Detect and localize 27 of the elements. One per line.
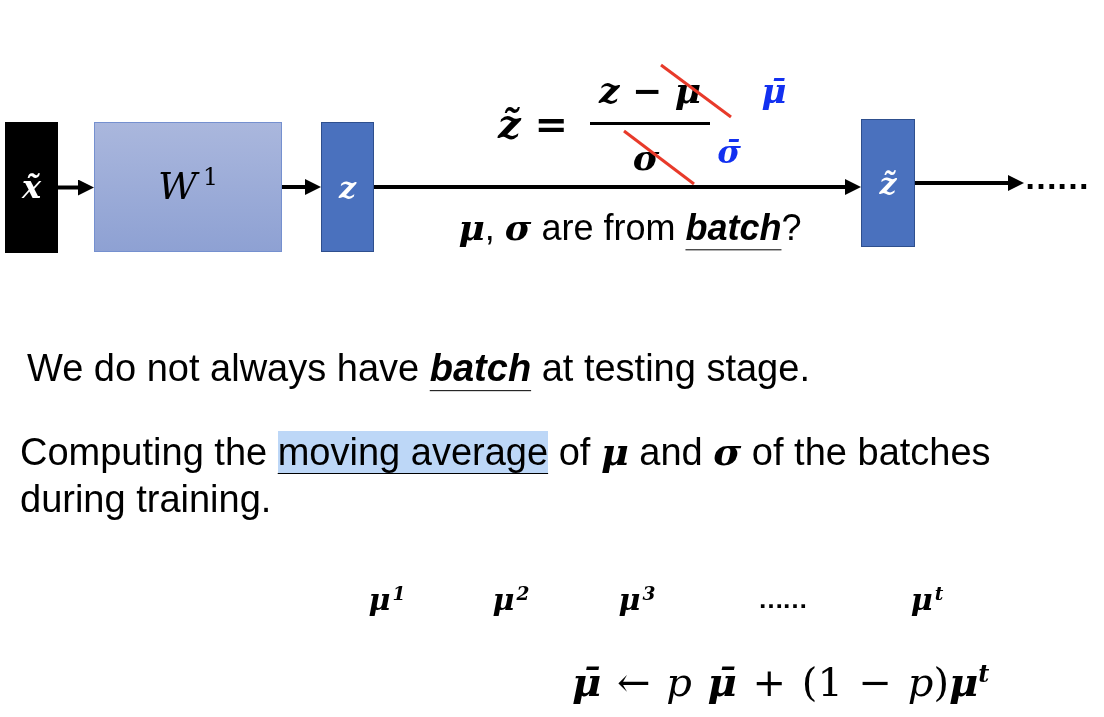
arrow	[58, 179, 94, 196]
sequence-term: μ$^{1}$	[368, 582, 406, 618]
denominator-text: σ	[632, 137, 660, 179]
vector-label: z̃	[879, 166, 897, 200]
vector-label: x̃	[21, 169, 42, 206]
sequence-term: μ$^{2}$	[492, 582, 530, 618]
vector-box	[321, 122, 374, 252]
formula-text: z̃ =	[497, 101, 569, 147]
weight-layer-box	[94, 122, 282, 252]
sequence-term: μ$^{3}$	[618, 582, 656, 618]
vector-label: z	[338, 170, 356, 204]
ellipsis-text: ……	[758, 585, 806, 615]
numerator-text: z − μ	[599, 70, 701, 112]
update-formula: μ̄ ← p μ̄ + (1 − p)μ$^{t}$	[572, 659, 990, 705]
arrow	[374, 179, 861, 195]
replacement-symbol: μ̄	[761, 72, 787, 112]
question-text: μ, σ are from batch?	[458, 207, 802, 249]
replacement-symbol: σ̄	[717, 133, 741, 171]
vector-box	[861, 119, 915, 247]
arrow	[282, 179, 321, 195]
arrow	[915, 175, 1024, 191]
sequence-term: μ$^{t}$	[910, 582, 944, 618]
ellipsis-text: ……	[1024, 160, 1088, 194]
input-vector-box	[5, 122, 58, 253]
note-text: Computing the moving average of μ and σ of the batches during training.	[20, 428, 992, 522]
weight-label: W$^{1}$	[157, 166, 218, 208]
note-text: We do not always have batch at testing stage.	[27, 347, 810, 391]
